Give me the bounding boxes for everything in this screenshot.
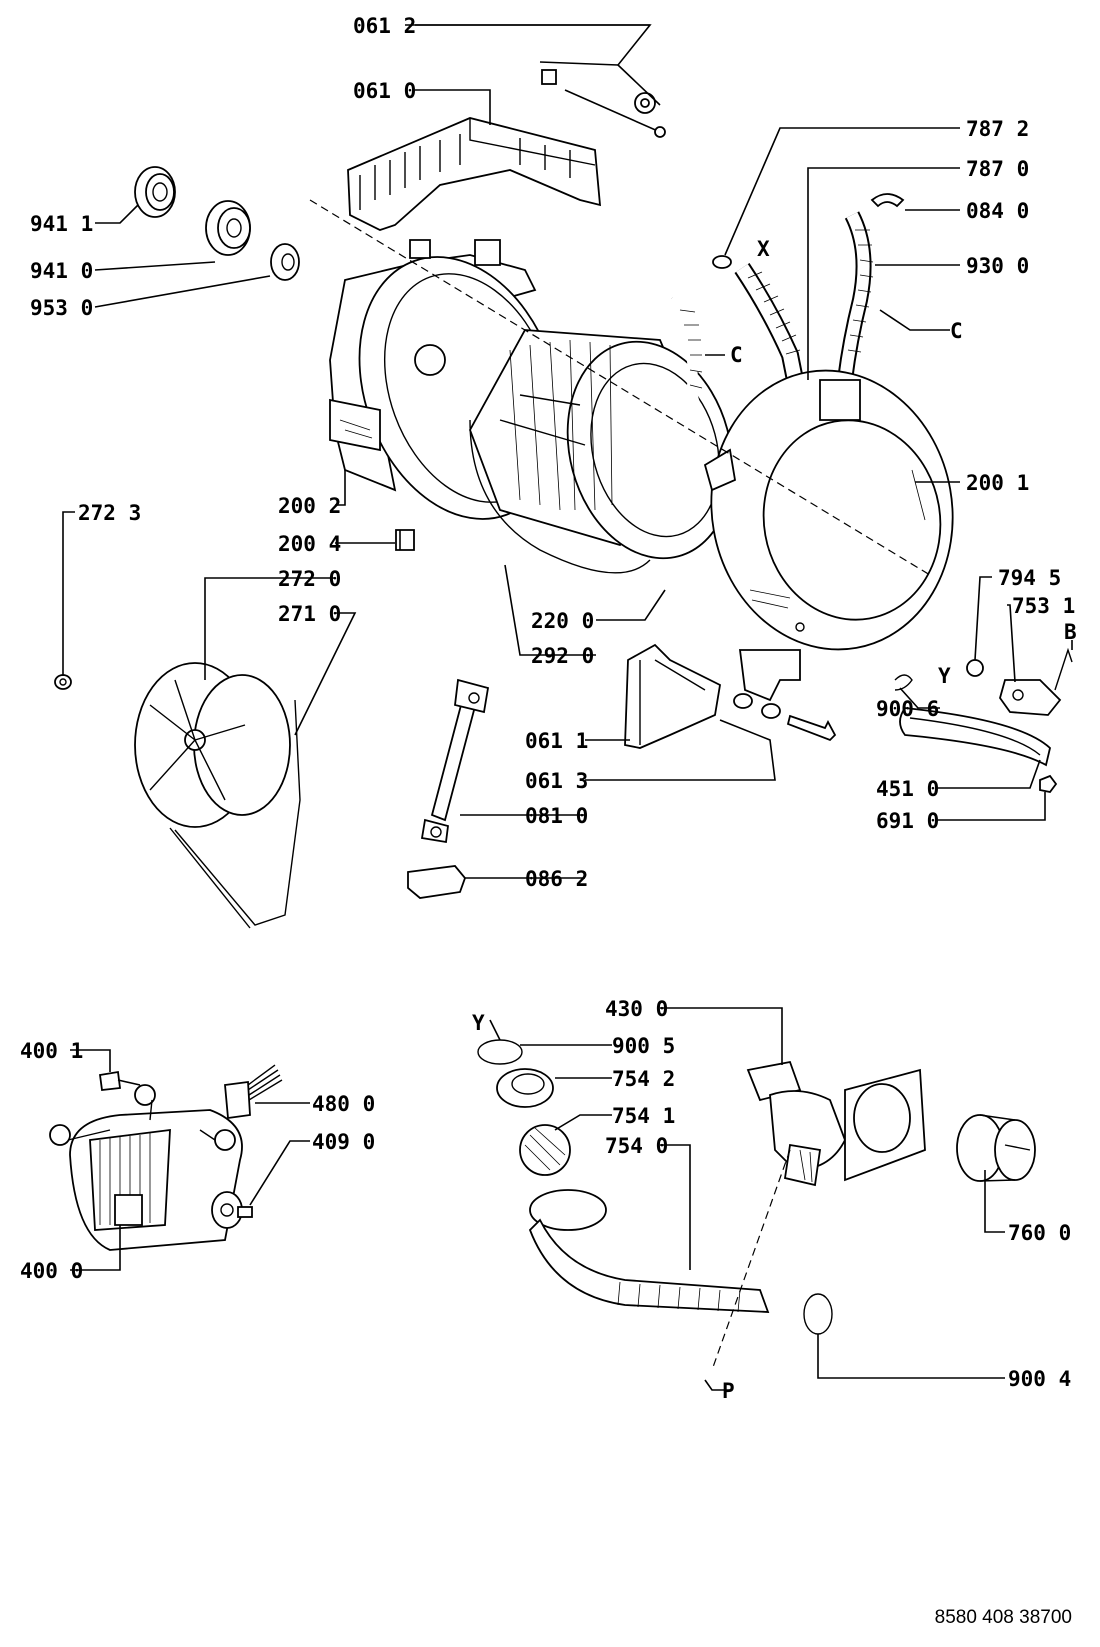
hose-right-930-0: [837, 211, 874, 381]
bracket-061-1: [624, 643, 721, 749]
label-900-4: 900 4: [1008, 1367, 1071, 1391]
label-409-0: 409 0: [312, 1130, 375, 1154]
clip-084-0: [870, 193, 905, 208]
axis-line-drum: [309, 199, 931, 576]
label-c-left: C: [730, 343, 743, 367]
motor-400-0: [49, 1084, 243, 1251]
nut-272-3: [54, 674, 72, 690]
label-451-0: 451 0: [876, 777, 939, 801]
leader-lines: [62, 24, 1073, 1391]
seal-953-0: [270, 243, 300, 281]
label-086-2: 086 2: [525, 867, 588, 891]
label-220-0: 220 0: [531, 609, 594, 633]
label-272-0: 272 0: [278, 567, 341, 591]
label-941-1: 941 1: [30, 212, 93, 236]
label-061-0: 061 0: [353, 79, 416, 103]
axis-line-p: [711, 1149, 791, 1371]
brush-400-1: [98, 1070, 141, 1091]
pump-430-0: [746, 1060, 926, 1187]
label-754-0: 754 0: [605, 1134, 668, 1158]
hose-left-c: [667, 295, 720, 463]
label-081-0: 081 0: [525, 804, 588, 828]
drum-pulley-272-0: [134, 662, 291, 828]
ntc-sensor-753-1: [999, 647, 1073, 716]
label-b: B: [1064, 620, 1077, 644]
bolt-set-061-3: [733, 693, 837, 742]
label-c-right: C: [950, 319, 963, 343]
sump-hose-754-0: [528, 1189, 770, 1313]
label-480-0: 480 0: [312, 1092, 375, 1116]
label-y-bottom: Y: [472, 1011, 485, 1035]
label-400-1: 400 1: [20, 1039, 83, 1063]
label-760-0: 760 0: [1008, 1221, 1071, 1245]
heater-451-0: [899, 707, 1051, 767]
drive-belt-271-0: [169, 699, 301, 929]
seal-754-2: [496, 1068, 554, 1108]
label-292-0: 292 0: [531, 644, 594, 668]
filter-760-0: [956, 1114, 1036, 1182]
label-061-3: 061 3: [525, 769, 588, 793]
label-900-6: 900 6: [876, 697, 939, 721]
label-941-0: 941 0: [30, 259, 93, 283]
counterweight-top-part: [347, 117, 602, 231]
label-787-0: 787 0: [966, 157, 1029, 181]
harness-480-0: [224, 1064, 283, 1120]
label-271-0: 271 0: [278, 602, 341, 626]
clamp-900-4: [803, 1293, 833, 1335]
label-x: X: [757, 237, 770, 261]
nut-691-0: [1039, 774, 1058, 793]
front-tub-half: [703, 369, 954, 702]
counterweight-hardware: [405, 24, 666, 138]
label-953-0: 953 0: [30, 296, 93, 320]
rear-tub-half: [329, 239, 562, 520]
label-061-2: 061 2: [353, 14, 416, 38]
label-754-2: 754 2: [612, 1067, 675, 1091]
label-y-top: Y: [938, 664, 951, 688]
label-430-0: 430 0: [605, 997, 668, 1021]
bearing-941-1: [134, 166, 176, 218]
label-084-0: 084 0: [966, 199, 1029, 223]
label-200-1: 200 1: [966, 471, 1029, 495]
label-754-1: 754 1: [612, 1104, 675, 1128]
label-200-4: 200 4: [278, 532, 341, 556]
label-787-2: 787 2: [966, 117, 1029, 141]
clip-200-4: [395, 529, 415, 551]
label-900-5: 900 5: [612, 1034, 675, 1058]
label-691-0: 691 0: [876, 809, 939, 833]
clip-900-6: [894, 674, 913, 691]
label-400-0: 400 0: [20, 1259, 83, 1283]
label-p: P: [722, 1379, 735, 1403]
bearing-941-0: [205, 200, 251, 256]
label-794-5: 794 5: [998, 566, 1061, 590]
ball-754-1: [519, 1124, 571, 1176]
label-930-0: 930 0: [966, 254, 1029, 278]
tacho-409-0: [237, 1206, 253, 1218]
bellows-hose-787-0: [734, 263, 804, 382]
label-272-3: 272 3: [78, 501, 141, 525]
document-number: 8580 408 38700: [934, 1607, 1072, 1628]
clamp-900-5: [477, 1039, 523, 1065]
label-753-1: 753 1: [1012, 594, 1075, 618]
bracket-086-2: [407, 865, 467, 899]
label-200-2: 200 2: [278, 494, 341, 518]
plug-794-5: [966, 659, 984, 677]
label-061-1: 061 1: [525, 729, 588, 753]
shock-absorber-081-0: [420, 678, 490, 844]
clamp-787-2: [712, 255, 732, 269]
tub-seal-ring-292-0: [469, 419, 651, 574]
